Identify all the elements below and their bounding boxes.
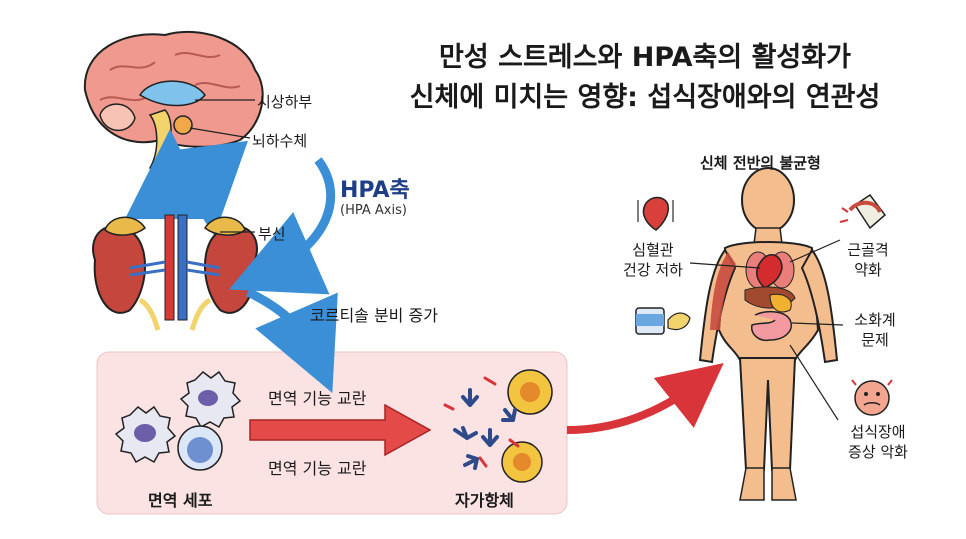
- hpa-axis-label: HPA축: [340, 178, 410, 203]
- page-title: 만성 스트레스와 HPA축의 활성화가 신체에 미치는 영향: 섭식장애와의 연…: [335, 38, 955, 118]
- signal-down-arrow: [158, 140, 248, 236]
- hypothalamus-label: 시상하부: [257, 93, 313, 111]
- pituitary-label: 뇌하수체: [252, 132, 308, 150]
- hpa-axis-arrow: [229, 157, 336, 295]
- cortisol-arrow: [246, 287, 338, 394]
- cardio-label-line-1: 심혈관: [632, 241, 674, 259]
- cardio-label: 심혈관 건강 저하: [608, 240, 698, 280]
- title-line-1: 만성 스트레스와 HPA축의 활성화가: [439, 42, 851, 73]
- digestive-label: 소화계 문제: [840, 310, 910, 350]
- cardio-pointer: [689, 262, 761, 269]
- immune-disruption-arrow: [249, 403, 432, 457]
- eating-disorder-label-line-2: 증상 악화: [848, 443, 908, 461]
- immune-disruption-label-bottom: 면역 기능 교란: [268, 459, 367, 478]
- autoantibodies-illustration: [443, 369, 553, 483]
- eating-disorder-pointer: [789, 344, 839, 421]
- cardio-label-line-2: 건강 저하: [623, 261, 683, 279]
- immune-cells-label: 면역 세포: [148, 491, 213, 510]
- digestive-pointer: [791, 322, 844, 326]
- cardiovascular-icon: [637, 196, 674, 231]
- musculo-label-line-1: 근골격: [847, 241, 889, 259]
- autoantibody-label: 자가항체: [455, 491, 514, 510]
- musculo-label-line-2: 약화: [854, 261, 882, 279]
- hpa-axis-sublabel: (HPA Axis): [340, 203, 407, 218]
- immune-cells-illustration: [114, 370, 242, 471]
- eating-disorder-label: 섭식장애 증상 악화: [828, 422, 928, 462]
- title-line-2: 신체에 미치는 영향: 섭식장애와의 연관성: [409, 82, 881, 113]
- cortisol-label: 코르티솔 분비 증가: [310, 306, 438, 325]
- musculoskeletal-icon: [839, 193, 887, 230]
- adrenal-label: 부신: [258, 225, 286, 243]
- brain-illustration: [83, 30, 264, 171]
- human-body-illustration: [698, 167, 839, 501]
- body-imbalance-title: 신체 전반의 불균형: [700, 154, 821, 172]
- digestive-label-line-2: 문제: [861, 331, 889, 349]
- digestive-medication-icon: [635, 307, 691, 335]
- digestive-label-line-1: 소화계: [854, 311, 896, 329]
- eating-disorder-label-line-1: 섭식장애: [850, 423, 906, 441]
- musculo-label: 근골격 약화: [833, 240, 903, 280]
- musculo-pointer: [789, 239, 841, 263]
- immune-disruption-label-top: 면역 기능 교란: [268, 389, 367, 408]
- systemic-effect-arrow: [566, 363, 724, 434]
- distressed-face-icon: [851, 379, 893, 416]
